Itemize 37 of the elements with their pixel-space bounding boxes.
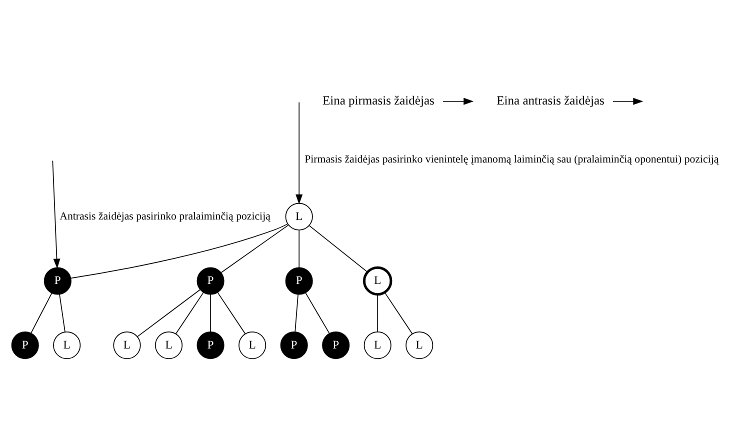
node-circle: P — [196, 331, 224, 359]
node-circle: L — [406, 331, 434, 359]
connector — [308, 224, 368, 272]
connector — [217, 292, 246, 334]
node-text: Eina antrasis žaidėjas — [496, 92, 604, 107]
connector — [210, 294, 211, 332]
arrow — [442, 97, 474, 104]
arrow — [296, 101, 303, 204]
connector — [137, 288, 200, 336]
node-circle: L — [238, 331, 266, 359]
node-circle: P — [285, 266, 313, 294]
connector — [30, 292, 52, 334]
node-circle: L — [53, 331, 81, 359]
node-circle: P — [322, 331, 350, 359]
node-circle: L — [155, 331, 183, 359]
connector — [305, 292, 330, 334]
node-circle: P — [11, 331, 39, 359]
connector — [377, 294, 378, 332]
node-circle: P — [196, 266, 224, 294]
edge-label: Pirmasis žaidėjas pasirinko vienintelę įmanomą laiminčią sau (pralaiminčią oponentui) poziciją — [304, 153, 719, 166]
connector — [220, 224, 289, 272]
node-circle: P — [44, 266, 72, 294]
node-circle: L — [285, 202, 313, 230]
arrow — [612, 97, 644, 104]
arrow — [52, 160, 60, 268]
connector — [59, 294, 66, 332]
connector — [70, 223, 288, 278]
connector — [384, 292, 413, 334]
node-circle: L — [364, 331, 392, 359]
edge-label: Antrasis žaidėjas pasirinko pralaiminčią poziciją — [60, 210, 270, 222]
connector — [294, 294, 298, 332]
node-text: Eina pirmasis žaidėjas — [322, 92, 434, 107]
node-circle: L — [362, 266, 392, 296]
connector — [175, 292, 204, 334]
node-circle: P — [280, 331, 308, 359]
node-circle: L — [113, 331, 141, 359]
connector — [298, 229, 300, 268]
